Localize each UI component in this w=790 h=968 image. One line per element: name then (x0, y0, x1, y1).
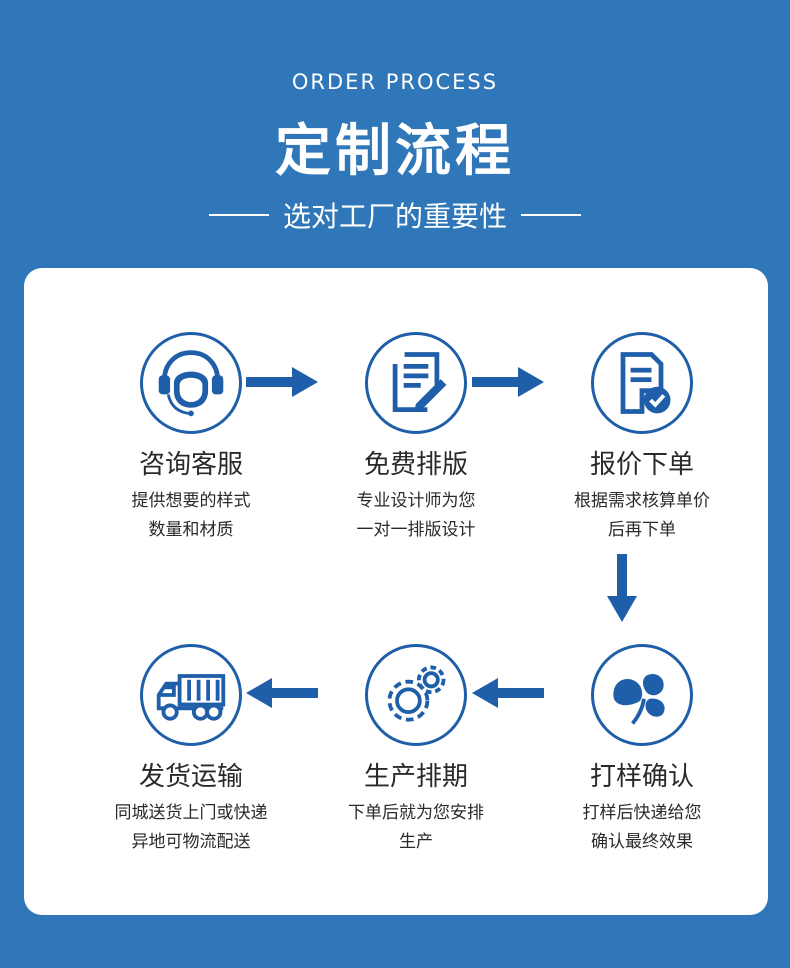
arrow-right-icon (246, 367, 318, 397)
step-desc-line2: 一对一排版设计 (356, 520, 476, 540)
step-title: 打样确认 (589, 762, 694, 792)
step-production: 生产排期 下单后就为您安排 生产 (316, 644, 516, 857)
step-title: 报价下单 (589, 450, 694, 480)
step-desc-line1: 下单后就为您安排 (348, 803, 484, 823)
clover-leaf-icon (591, 644, 693, 746)
step-desc-line2: 后再下单 (608, 520, 676, 540)
arrow-left-icon (246, 678, 318, 708)
step-desc-line1: 同城送货上门或快递 (114, 803, 268, 823)
step-sample-confirm: 打样确认 打样后快递给您 确认最终效果 (542, 644, 742, 857)
subtitle-text: 选对工厂的重要性 (282, 200, 507, 233)
header-en-title: ORDER PROCESS (291, 70, 499, 94)
document-check-icon (591, 332, 693, 434)
arrow-down-icon (607, 554, 637, 622)
step-title: 生产排期 (363, 762, 468, 792)
truck-icon (140, 644, 242, 746)
step-free-layout: 免费排版 专业设计师为您 一对一排版设计 (316, 332, 516, 545)
step-title: 咨询客服 (138, 450, 243, 480)
step-title: 发货运输 (138, 762, 243, 792)
step-title: 免费排版 (363, 450, 468, 480)
process-card: 咨询客服 提供想要的样式 数量和材质 免费排版 专业设计师为您 一对一排版设计 (24, 268, 768, 915)
gears-icon (365, 644, 467, 746)
arrow-left-icon (472, 678, 544, 708)
page-title: 定制流程 (275, 119, 515, 184)
step-desc-line2: 数量和材质 (148, 520, 234, 540)
step-desc-line1: 打样后快递给您 (582, 803, 702, 823)
step-desc-line2: 异地可物流配送 (131, 832, 251, 852)
headset-agent-icon (140, 332, 242, 434)
step-desc-line1: 根据需求核算单价 (574, 491, 710, 511)
arrow-right-icon (472, 367, 544, 397)
step-desc-line1: 专业设计师为您 (356, 491, 476, 511)
subtitle-line-right (521, 214, 581, 216)
subtitle-line-left (208, 214, 269, 216)
step-shipping: 发货运输 同城送货上门或快递 异地可物流配送 (91, 644, 291, 857)
document-edit-icon (365, 332, 467, 434)
step-desc-line2: 生产 (399, 832, 433, 852)
step-consult: 咨询客服 提供想要的样式 数量和材质 (91, 332, 291, 545)
step-quote-order: 报价下单 根据需求核算单价 后再下单 (542, 332, 742, 545)
header-subtitle: 选对工厂的重要性 (0, 195, 790, 235)
step-desc-line1: 提供想要的样式 (131, 491, 251, 511)
step-desc-line2: 确认最终效果 (591, 832, 693, 852)
